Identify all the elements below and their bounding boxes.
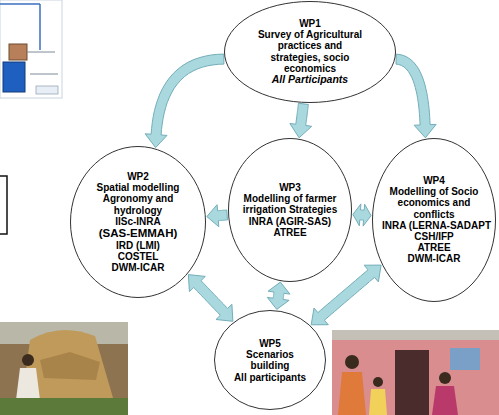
package-text: IRD (LMI) [116, 240, 160, 251]
package-number: WP4 [423, 175, 445, 186]
photo-wall [332, 330, 499, 415]
person-head [22, 354, 34, 366]
schematic-pipe [39, 4, 41, 50]
ellipse-text: WP2Spatial modelling Agronomy and hydrol… [88, 171, 188, 273]
haystack-shade [40, 352, 100, 380]
package-text: INRA (LERNA-SADAPT [382, 220, 486, 231]
package-text: INRA (AGIR-SAS) [249, 216, 331, 227]
work-package-ellipse: WP1Survey of Agricultural practices and … [224, 1, 396, 103]
pump-schematic [0, 0, 62, 98]
person-head [439, 372, 451, 384]
package-number: WP5 [259, 338, 281, 349]
flow-arrow [311, 265, 381, 325]
photo-grass [0, 398, 128, 415]
package-text: COSTEL [118, 251, 159, 262]
package-text: Modelling of Socio economics and conflic… [382, 186, 486, 220]
package-text: IISc-INRA [115, 216, 161, 227]
child-cloth [369, 389, 387, 415]
child-head [373, 377, 383, 387]
work-package-ellipse: WP4Modelling of Socio economics and conf… [372, 138, 496, 302]
package-text: Modelling of farmer irrigation Strategie… [242, 193, 338, 215]
work-package-ellipse: WP2Spatial modelling Agronomy and hydrol… [70, 146, 206, 298]
person-sari [338, 372, 366, 415]
ellipse-text: WP1Survey of Agricultural practices and … [254, 18, 366, 86]
person-sari [432, 386, 458, 415]
package-number: WP3 [279, 182, 301, 193]
ellipse-shape [373, 139, 496, 302]
person-cloth [16, 368, 40, 400]
ellipse-shape [215, 311, 326, 410]
schematic-frame [0, 0, 62, 98]
village-photo [332, 330, 499, 415]
ellipse-text: WP4Modelling of Socio economics and conf… [382, 175, 486, 265]
package-text: Scenarios building [226, 349, 314, 371]
pump-box [9, 44, 27, 60]
window [450, 348, 480, 370]
flow-arrow [188, 275, 233, 322]
package-text: DWM-ICAR [112, 262, 165, 273]
schematic-line [30, 74, 58, 75]
package-number: WP2 [127, 171, 149, 182]
ellipse-shape [225, 2, 396, 103]
package-text: Survey of Agricultural practices and str… [254, 29, 366, 74]
package-text: ATREE [273, 227, 306, 238]
flow-arrow [353, 204, 371, 226]
flow-arrow [207, 205, 228, 227]
ellipse-shape [229, 139, 352, 282]
ellipse-text: WP5Scenarios buildingAll participants [226, 338, 314, 383]
field-photo [0, 322, 128, 415]
package-text: DWM-ICAR [408, 254, 461, 265]
package-text: ATREE [417, 242, 450, 253]
package-text: Spatial modelling Agronomy and hydrology [88, 182, 188, 216]
photo-ground [0, 322, 128, 415]
package-text: (SAS-EMMAH) [99, 227, 178, 240]
water-tank [3, 62, 25, 92]
package-text: All participants [234, 371, 306, 382]
package-number: WP1 [299, 18, 321, 29]
flow-arrow [396, 54, 436, 138]
flow-arrow [145, 54, 224, 148]
package-text: All Participants [272, 74, 348, 86]
flow-arrow [267, 282, 290, 309]
flow-arrow [290, 103, 312, 138]
person-head [345, 355, 359, 369]
schematic-pipe [0, 3, 40, 5]
photo-roof [332, 330, 499, 340]
work-package-ellipse: WP5Scenarios buildingAll participants [214, 310, 326, 410]
ellipse-shape [71, 147, 206, 298]
doorway [395, 350, 429, 415]
cropped-figure-edge [0, 176, 7, 234]
schematic-tag [36, 86, 58, 94]
work-package-ellipse: WP3Modelling of farmer irrigation Strate… [228, 138, 352, 282]
package-text: CSH/IFP [414, 231, 453, 242]
ellipse-text: WP3Modelling of farmer irrigation Strate… [242, 182, 338, 238]
schematic-line [27, 52, 55, 53]
